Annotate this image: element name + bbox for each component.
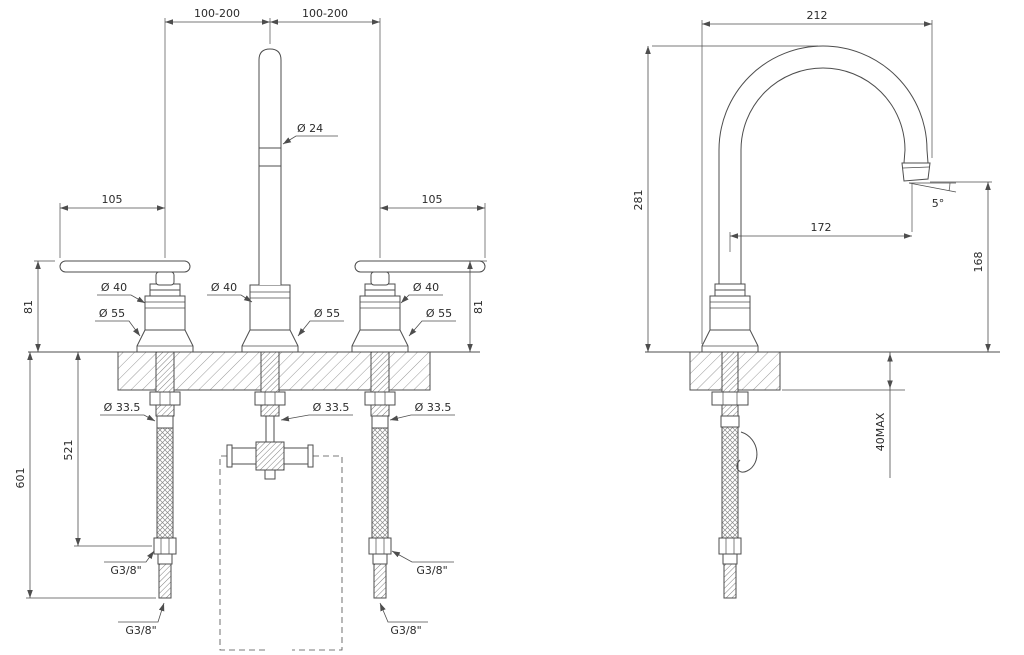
tee-arm-left xyxy=(231,447,257,465)
mounting-nut-side xyxy=(711,391,749,406)
hose-left-thread-end xyxy=(158,563,172,599)
dim-label-hose-length: 521 xyxy=(62,440,75,461)
handle-right-lever xyxy=(354,260,486,273)
supply-hose-side xyxy=(718,415,758,599)
dim-label-d335-right: Ø 33.5 xyxy=(415,401,452,414)
dim-label-handle-right: 105 xyxy=(422,193,443,206)
dim-label-d55-center: Ø 55 xyxy=(314,307,340,320)
shank-center xyxy=(260,351,280,417)
spout-base xyxy=(241,329,299,353)
spout-front xyxy=(241,48,299,353)
dim-label-g38-side-right: G3/8" xyxy=(416,564,447,577)
shank-left xyxy=(155,351,175,417)
faucet-side xyxy=(701,45,931,417)
dim-label-spout-angle: 5° xyxy=(932,197,945,210)
dim-label-d55-left: Ø 55 xyxy=(99,307,125,320)
routing-dashed-right xyxy=(292,455,343,651)
dim-label-g38-bottom-right: G3/8" xyxy=(390,624,421,637)
shank-side xyxy=(721,351,739,417)
handle-left-lever xyxy=(59,260,191,273)
supply-hoses xyxy=(153,415,392,651)
handle-right xyxy=(351,260,486,353)
dim-label-d335-center: Ø 33.5 xyxy=(313,401,350,414)
dim-label-height-right: 81 xyxy=(472,300,485,314)
side-view: 212 281 172 5° 168 40MAX xyxy=(632,9,1000,599)
hose-left xyxy=(156,427,174,539)
hose-right-collar xyxy=(371,415,389,429)
dim-label-height-left: 81 xyxy=(22,300,35,314)
hose-right-nut xyxy=(368,537,392,555)
hose-side-nut xyxy=(718,537,742,555)
dim-label-d40-left: Ø 40 xyxy=(101,281,127,294)
spout-inner-profile xyxy=(740,67,906,284)
handle-left-base xyxy=(136,329,194,353)
spout-tube xyxy=(258,48,282,285)
front-dimensions: 100-200 100-200 105 105 Ø 24 81 81 Ø 40 … xyxy=(14,7,487,637)
hose-side xyxy=(721,426,739,539)
handle-left-body xyxy=(144,295,186,331)
handle-right-base xyxy=(351,329,409,353)
dim-label-total-length: 601 xyxy=(14,468,27,489)
hose-right-thread-end xyxy=(373,563,387,599)
front-view: 100-200 100-200 105 105 Ø 24 81 81 Ø 40 … xyxy=(14,7,487,651)
dim-label-deck-thickness: 40MAX xyxy=(874,412,887,451)
dim-label-spacing-right: 100-200 xyxy=(302,7,348,20)
hose-left-nut xyxy=(153,537,177,555)
mounting-nut-center xyxy=(254,391,286,406)
dim-label-spacing-left: 100-200 xyxy=(194,7,240,20)
dim-label-d335-left: Ø 33.5 xyxy=(104,401,141,414)
routing-dashed-left xyxy=(219,455,268,651)
dim-label-g38-side-left: G3/8" xyxy=(110,564,141,577)
spout-base-side xyxy=(701,329,759,353)
center-tee-body xyxy=(255,441,285,471)
dim-label-outlet-height: 168 xyxy=(972,252,985,273)
dim-label-d40-right: Ø 40 xyxy=(413,281,439,294)
side-dimensions: 212 281 172 5° 168 40MAX xyxy=(632,9,992,478)
shank-right xyxy=(370,351,390,417)
hose-left-collar xyxy=(156,415,174,429)
handle-right-pivot xyxy=(370,271,390,286)
mounting-nut-right xyxy=(364,391,396,406)
handle-left-pivot xyxy=(155,271,175,286)
dim-label-spout-dia: Ø 24 xyxy=(297,122,323,135)
hose-side-collar xyxy=(720,415,740,428)
hose-right xyxy=(371,427,389,539)
center-rod xyxy=(265,415,275,443)
dim-label-spout-reach: 172 xyxy=(811,221,832,234)
aerator xyxy=(901,162,931,182)
countertop-side xyxy=(645,351,1000,391)
dim-label-overall-depth: 212 xyxy=(807,9,828,22)
dim-label-d55-right: Ø 55 xyxy=(426,307,452,320)
mounting-nut-left xyxy=(149,391,181,406)
dim-label-d40-center: Ø 40 xyxy=(211,281,237,294)
hose-side-thread-end xyxy=(723,563,737,599)
countertop-front xyxy=(28,351,480,391)
handle-left xyxy=(59,260,194,353)
popup-rod-hook xyxy=(736,431,758,473)
dim-label-overall-height: 281 xyxy=(632,190,645,211)
tee-arm-right xyxy=(283,447,309,465)
handle-right-body xyxy=(359,295,401,331)
spout-body xyxy=(249,284,291,331)
spout-body-side xyxy=(709,295,751,331)
dim-label-handle-left: 105 xyxy=(102,193,123,206)
dim-label-g38-bottom-left: G3/8" xyxy=(125,624,156,637)
spout-outer-profile xyxy=(718,45,929,284)
